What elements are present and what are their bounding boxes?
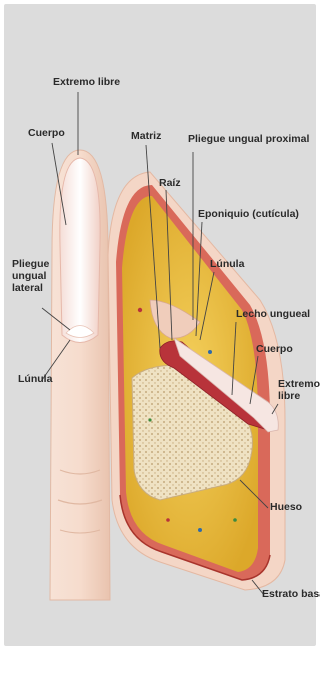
label-cuerpo-right: Cuerpo bbox=[256, 343, 293, 355]
finger-cross-section bbox=[108, 172, 285, 590]
label-lunula-left: Lúnula bbox=[18, 373, 52, 385]
label-pliegue-ungueal-proximal: Pliegue ungual proximal bbox=[188, 133, 309, 145]
nail-plate-exterior bbox=[60, 158, 100, 343]
label-estrato-basal: Estrato basal bbox=[262, 588, 320, 600]
label-lecho-ungueal: Lecho ungueal bbox=[236, 308, 310, 320]
label-pliegue-ungueal-lateral: Pliegue ungual lateral bbox=[12, 258, 49, 294]
label-hueso: Hueso bbox=[270, 501, 302, 513]
label-raiz: Raíz bbox=[159, 177, 181, 189]
label-matriz: Matriz bbox=[131, 130, 161, 142]
label-cuerpo-left: Cuerpo bbox=[28, 127, 65, 139]
label-eponiquio: Eponiquio (cutícula) bbox=[198, 208, 299, 220]
label-extremo-libre-left: Extremo libre bbox=[53, 76, 120, 88]
label-lunula-right: Lúnula bbox=[210, 258, 244, 270]
label-extremo-libre-right: Extremo libre bbox=[278, 378, 320, 402]
